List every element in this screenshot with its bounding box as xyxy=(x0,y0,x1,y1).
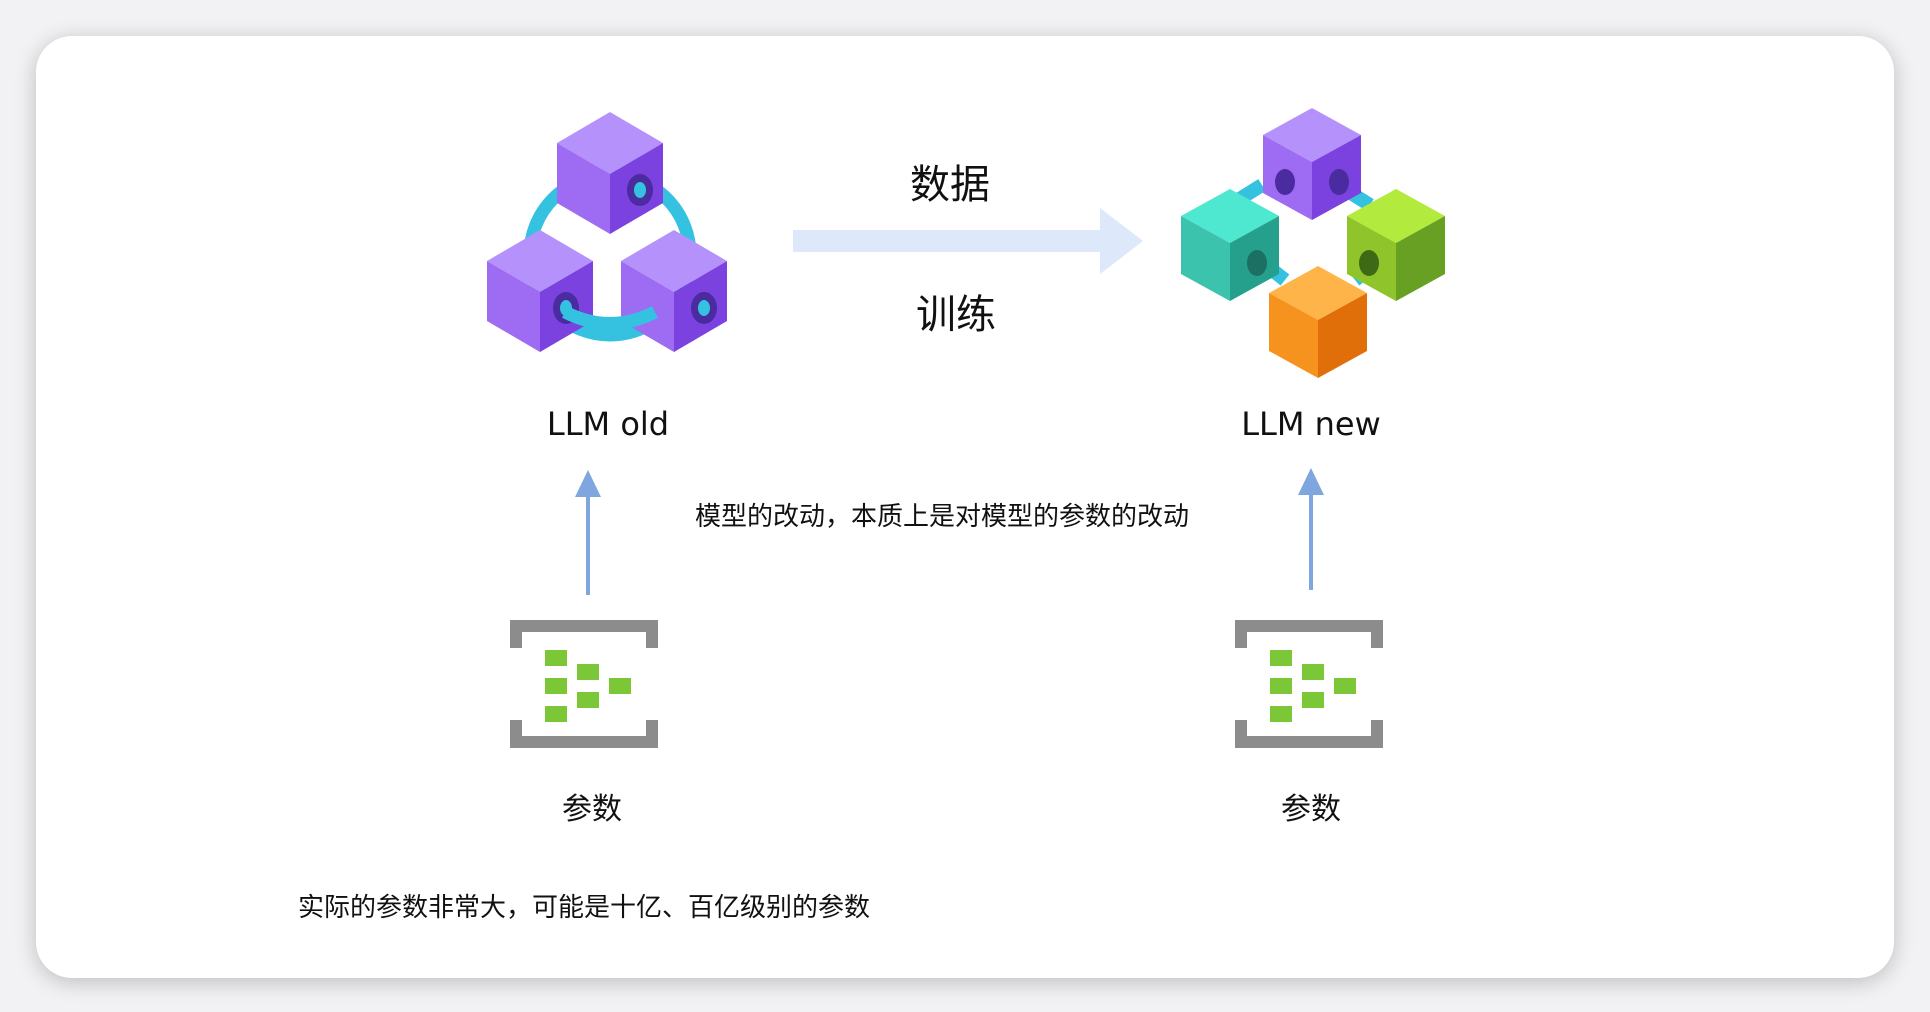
old-param-arrow xyxy=(575,470,601,595)
new-model-icon xyxy=(1181,108,1445,378)
bottom-note: 实际的参数非常大，可能是十亿、百亿级别的参数 xyxy=(298,893,871,923)
new-model-label: LLM new xyxy=(1241,405,1381,443)
arrow-top-label: 数据 xyxy=(910,162,990,208)
center-note: 模型的改动，本质上是对模型的参数的改动 xyxy=(694,502,1190,532)
training-arrow xyxy=(793,208,1143,274)
old-param-icon xyxy=(510,620,658,748)
old-model-icon xyxy=(487,112,727,352)
new-param-label: 参数 xyxy=(1281,792,1341,827)
new-param-icon xyxy=(1235,620,1383,748)
diagram-card xyxy=(36,36,1894,978)
old-model-label: LLM old xyxy=(546,405,670,443)
new-param-arrow xyxy=(1298,468,1324,590)
old-param-label: 参数 xyxy=(562,792,622,827)
arrow-bottom-label: 训练 xyxy=(916,292,996,338)
